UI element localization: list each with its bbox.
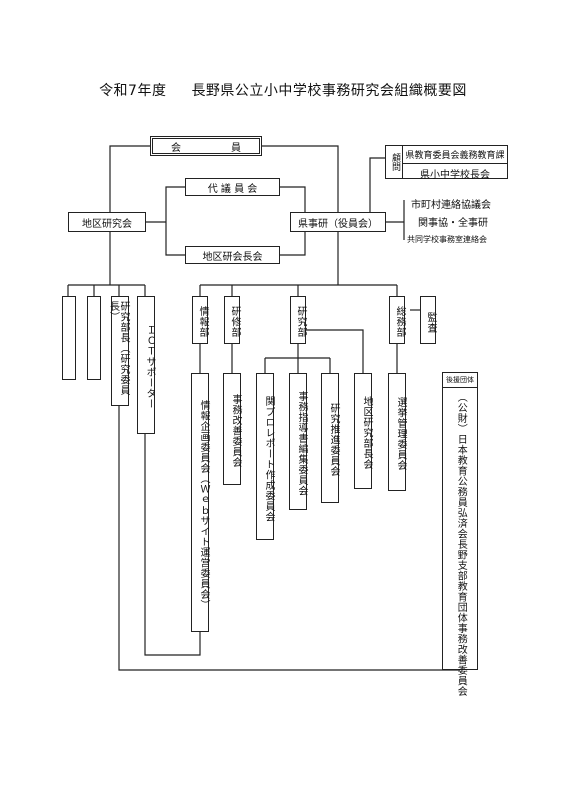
research-head-label: 研究部長（研究委員長）	[107, 301, 130, 396]
delegates-label: 代 議 員 会	[207, 183, 258, 195]
partner-joint-office: 共同学校事務室連絡会	[407, 235, 487, 244]
committee-guidance-book-label: 事務指導書編集委員会	[296, 391, 307, 496]
advisor-item-2: 県小中学校長会	[403, 163, 507, 183]
committee-info-planning-label: 情報企画委員会（Ｗｅｂサイト運営委員会）	[198, 399, 209, 610]
committee-election: 選挙管理委員会	[388, 373, 406, 491]
audit-box: 監査	[420, 296, 436, 344]
dept-training-label: 研修部	[229, 306, 240, 338]
members-label: 会 員	[171, 142, 241, 154]
committee-guidance-book: 事務指導書編集委員会	[289, 373, 307, 510]
advisor-box: 顧問 県教育委員会義務教育課 県小中学校長会	[385, 145, 508, 181]
dept-research-label: 研究部	[295, 306, 306, 338]
dept-info-label: 情報部	[197, 306, 208, 338]
committee-research-promotion: 研究推進委員会	[321, 373, 339, 503]
committee-project-report-label: 関プロレポート作成委員会	[263, 395, 274, 522]
advisor-item-1: 県教育委員会義務教育課	[405, 151, 505, 161]
district-research-box: 地区研究会	[68, 212, 146, 232]
partner-municipal: 市町村連絡協議会	[411, 200, 491, 211]
committee-election-label: 選挙管理委員会	[395, 397, 406, 471]
title-year: 令和7年度	[99, 83, 167, 99]
dept-general-label: 総務部	[394, 306, 405, 338]
committee-office-improve-label: 事務改善委員会	[230, 394, 241, 468]
district-chairs-box: 地区研会長会	[185, 246, 280, 264]
members-box: 会 員	[150, 136, 262, 156]
ict-supporter-label: ＩＣＴサポーター	[144, 325, 155, 409]
support-name: （公財）日本教育公務員弘済会長野支部教育団体事務改善委員会	[455, 392, 467, 697]
prefecture-office-box: 県事研（役員会）	[290, 212, 386, 232]
advisor-label: 顧問	[386, 146, 403, 178]
committee-office-improve: 事務改善委員会	[223, 373, 241, 485]
support-organization-box: 後援団体 （公財）日本教育公務員弘済会長野支部教育団体事務改善委員会	[442, 372, 478, 697]
partner-kanjikyo: 関事協・全事研	[418, 218, 488, 229]
district-research-label: 地区研究会	[82, 218, 132, 230]
dept-info-box: 情報部	[192, 296, 208, 344]
dept-training-box: 研修部	[224, 296, 240, 344]
dept-general-box: 総務部	[389, 296, 405, 344]
committee-research-promotion-label: 研究推進委員会	[328, 403, 339, 477]
delegates-box: 代 議 員 会	[185, 178, 280, 196]
ict-supporter-box: ＩＣＴサポーター	[137, 296, 155, 434]
support-label: 後援団体	[443, 373, 477, 388]
title-name: 長野県公立小中学校事務研究会組織概要図	[191, 83, 467, 99]
district-chairs-label: 地区研会長会	[202, 251, 263, 263]
district-child-empty-1	[62, 296, 76, 380]
committee-project-report: 関プロレポート作成委員会	[256, 373, 274, 540]
page-title: 令和7年度 長野県公立小中学校事務研究会組織概要図	[0, 80, 566, 100]
research-head-box: 研究部長（研究委員長）	[108, 296, 129, 406]
committee-district-heads: 地区研究部長会	[354, 373, 372, 489]
district-child-empty-2	[87, 296, 101, 380]
committee-info-planning: 情報企画委員会（Ｗｅｂサイト運営委員会）	[191, 373, 209, 632]
dept-research-box: 研究部	[290, 296, 306, 344]
prefecture-office-label: 県事研（役員会）	[298, 218, 378, 230]
audit-label: 監査	[425, 311, 436, 333]
committee-district-heads-label: 地区研究部長会	[361, 396, 372, 470]
